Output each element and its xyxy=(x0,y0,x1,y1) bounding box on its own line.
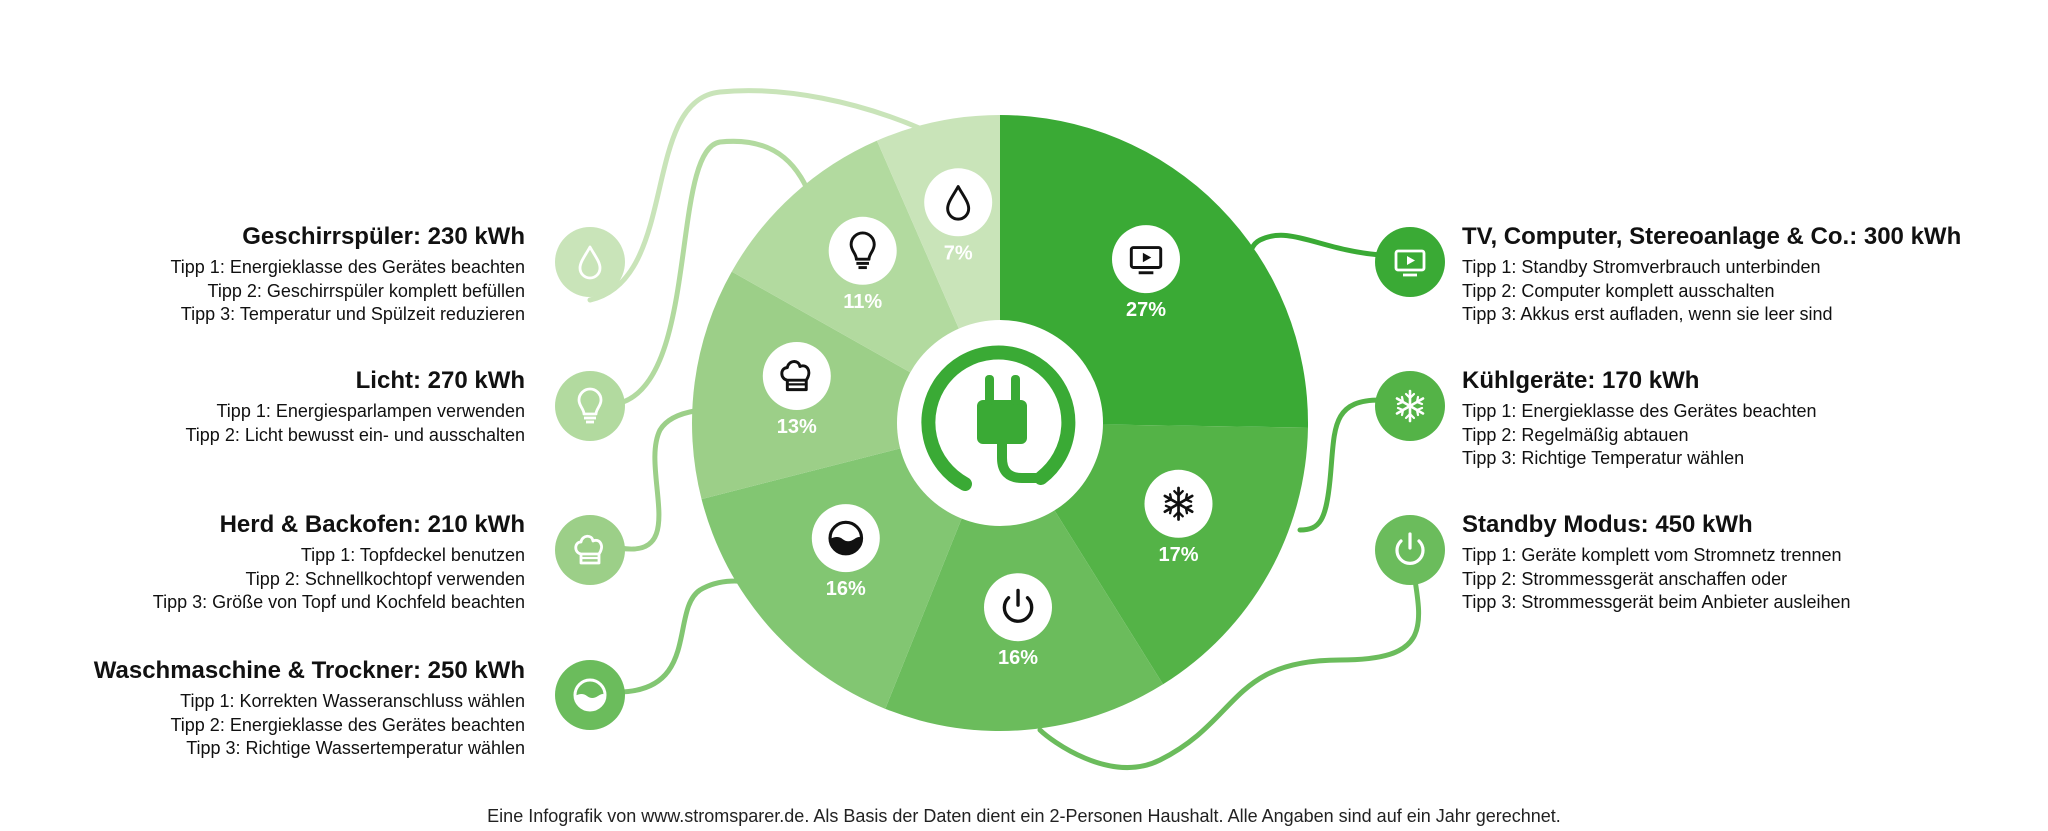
cable-wires xyxy=(587,88,1422,770)
tip-text: Tipp 3: Strommessgerät beim Anbieter aus… xyxy=(1462,592,1851,612)
category-geschirrspueler: Geschirrspüler: 230 kWh Tipp 1: Energiek… xyxy=(0,222,525,327)
tip-text: Tipp 1: Energieklasse des Gerätes beacht… xyxy=(1462,401,1817,421)
category-title: Geschirrspüler: 230 kWh xyxy=(242,223,525,250)
tip-text: Tipp 2: Regelmäßig abtauen xyxy=(1462,424,1689,445)
tip-text: Tipp 1: Geräte komplett vom Stromnetz tr… xyxy=(1462,545,1842,565)
category-title: Standby Modus: 450 kWh xyxy=(1462,511,1753,538)
slice-icon-badge xyxy=(984,573,1052,642)
cable-wire xyxy=(1245,232,1383,265)
category-icon-circle xyxy=(555,371,625,441)
category-icon-circle xyxy=(1375,515,1445,585)
slice-icon-badge xyxy=(811,504,880,573)
category-icon-circle xyxy=(555,227,625,297)
slice-icon-badge xyxy=(762,342,831,410)
tip-text: Tipp 3: Richtige Wassertemperatur wählen xyxy=(186,738,525,758)
tip-text: Tipp 3: Richtige Temperatur wählen xyxy=(1462,448,1745,468)
center-hub xyxy=(897,320,1103,526)
category-title: Herd & Backofen: 210 kWh xyxy=(219,511,525,538)
category-herd-backofen: Herd & Backofen: 210 kWh Tipp 1: Topfdec… xyxy=(0,510,525,615)
tip-text: Tipp 2: Energieklasse des Gerätes beacht… xyxy=(170,714,525,735)
category-icon-circle xyxy=(555,515,625,585)
category-title: TV, Computer, Stereoanlage & Co.: 300 kW… xyxy=(1462,223,1962,250)
tip-text: Tipp 1: Topfdeckel benutzen xyxy=(300,545,525,565)
tip-text: Tipp 2: Geschirrspüler komplett befüllen xyxy=(207,280,525,301)
slice-percent-label: 16% xyxy=(998,647,1038,669)
tip-text: Tipp 1: Energieklasse des Gerätes beacht… xyxy=(170,257,525,277)
tip-text: Tipp 3: Temperatur und Spülzeit reduzier… xyxy=(180,304,525,324)
cable-wire xyxy=(1037,545,1422,770)
slice-percent-label: 27% xyxy=(1126,299,1166,321)
tip-text: Tipp 2: Licht bewusst ein- und ausschalt… xyxy=(185,424,525,445)
cable-wire xyxy=(617,138,815,406)
category-title: Licht: 270 kWh xyxy=(355,367,525,394)
slice-percent-label: 13% xyxy=(777,416,817,438)
slice-percent-label: 7% xyxy=(944,242,973,264)
tip-text: Tipp 1: Energiesparlampen verwenden xyxy=(216,401,525,421)
tip-text: Tipp 3: Akkus erst aufladen, wenn sie le… xyxy=(1462,304,1833,324)
category-licht: Licht: 270 kWh Tipp 1: Energiesparlampen… xyxy=(0,366,525,447)
category-standby-modus: Standby Modus: 450 kWh Tipp 1: Geräte ko… xyxy=(1462,510,2022,615)
tip-text: Tipp 1: Korrekten Wasseranschluss wählen xyxy=(180,691,525,711)
side-icons xyxy=(555,227,1445,730)
category-kuehlgeraete: Kühlgeräte: 170 kWh Tipp 1: Energieklass… xyxy=(1462,366,2022,471)
tip-text: Tipp 2: Strommessgerät anschaffen oder xyxy=(1462,568,1788,589)
slice-icon-badge xyxy=(828,216,897,285)
category-title: Kühlgeräte: 170 kWh xyxy=(1462,367,1700,394)
cable-wire xyxy=(587,88,938,303)
tip-text: Tipp 1: Standby Stromverbrauch unterbind… xyxy=(1462,257,1821,277)
category-waschmaschine-trockner: Waschmaschine & Trockner: 250 kWh Tipp 1… xyxy=(0,656,525,761)
tip-text: Tipp 3: Größe von Topf und Kochfeld beac… xyxy=(152,592,525,612)
slice-percent-label: 16% xyxy=(826,578,866,600)
cable-wire xyxy=(1297,397,1383,533)
plug-icon xyxy=(921,345,1076,491)
cable-wire xyxy=(617,578,758,695)
footer-note: Eine Infografik von www.stromsparer.de. … xyxy=(487,806,1561,826)
pie-labels: 27% 17% 16% 16% 13% 11% 7% xyxy=(762,168,1213,669)
category-tv-computer: TV, Computer, Stereoanlage & Co.: 300 kW… xyxy=(1462,222,2022,327)
slice-icon-badge xyxy=(924,168,993,237)
category-icon-circle xyxy=(555,660,625,730)
tip-text: Tipp 2: Schnellkochtopf verwenden xyxy=(245,568,525,589)
category-title: Waschmaschine & Trockner: 250 kWh xyxy=(93,657,525,684)
slice-percent-label: 11% xyxy=(843,291,882,313)
tip-text: Tipp 2: Computer komplett ausschalten xyxy=(1462,280,1775,301)
slice-percent-label: 17% xyxy=(1158,544,1198,566)
